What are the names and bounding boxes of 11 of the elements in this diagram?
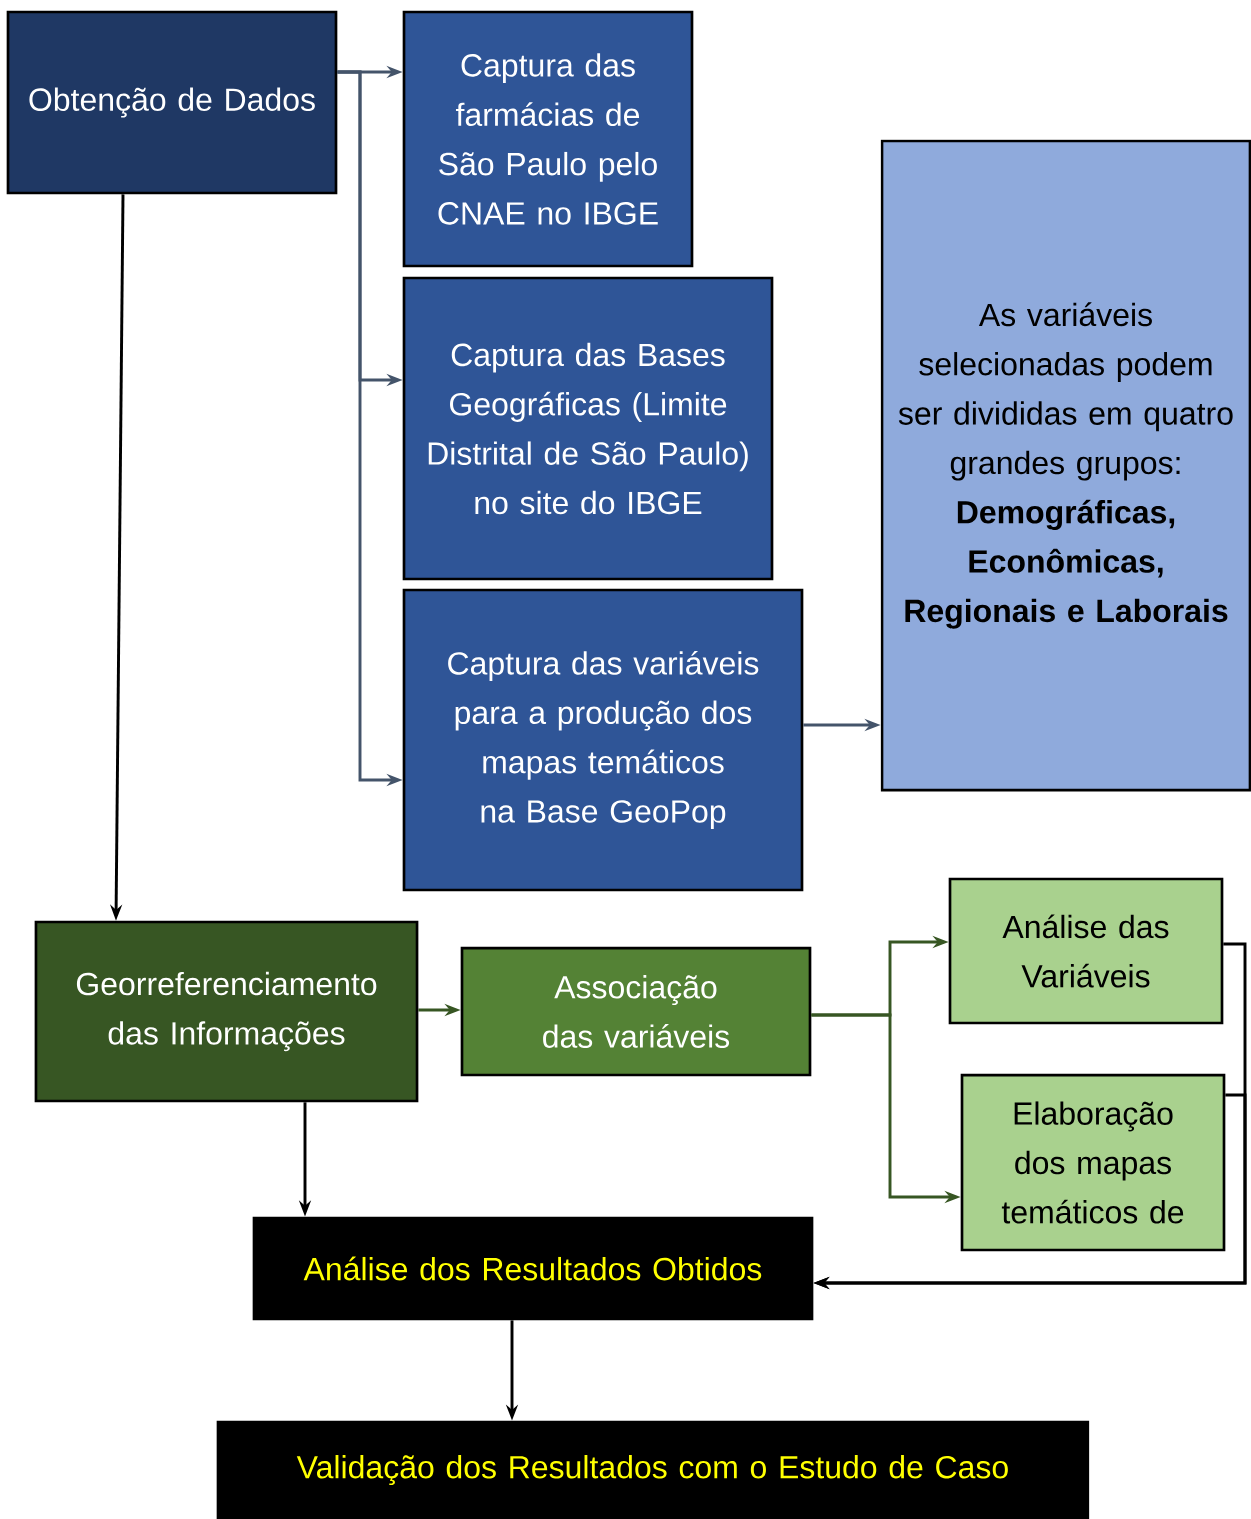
result-box: Validação dos Resultados com o Estudo de Caso <box>216 1420 1090 1519</box>
process-box: Captura das farmácias de São Paulo pelo CNAE no IBGE <box>402 10 694 268</box>
process-box: Elaboração dos mapas temáticos de <box>960 1073 1226 1252</box>
info-box: As variáveis selecionadas podem ser divididas em quatro grandes grupos: Demográficas, Econômicas, Regionais e Laborais <box>880 139 1251 792</box>
process-box: Georreferenciamento das Informações <box>34 920 419 1103</box>
process-box: Análise das Variáveis <box>948 877 1224 1025</box>
result-box: Análise dos Resultados Obtidos <box>252 1216 814 1321</box>
process-box: Associação das variáveis <box>460 946 812 1077</box>
process-box: Captura das Bases Geográficas (Limite Distrital de São Paulo) no site do IBGE <box>402 276 774 581</box>
process-box: Captura das variáveis para a produção dos mapas temáticos na Base GeoPop <box>402 588 804 892</box>
process-box: Obtenção de Dados <box>6 10 338 195</box>
